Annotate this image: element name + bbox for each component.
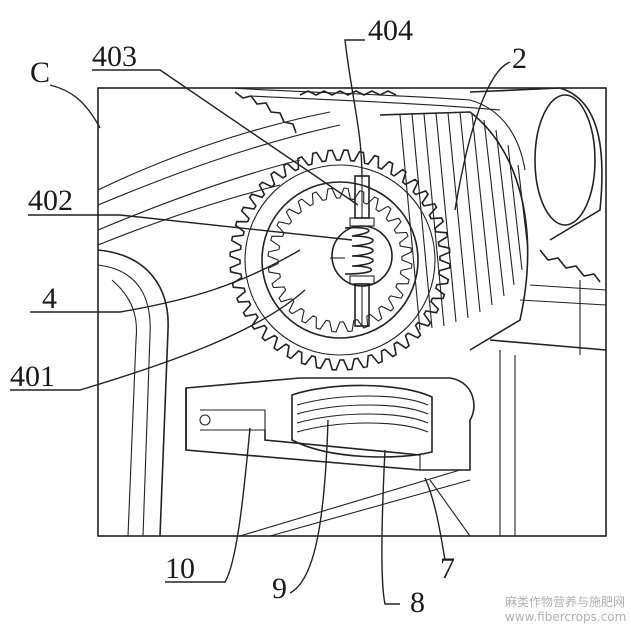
watermark: 麻类作物营养与施肥网 www.fibercrops.com [505, 594, 626, 624]
label-7: 7 [440, 552, 455, 585]
spring-mechanism [330, 175, 375, 327]
label-2: 2 [512, 42, 527, 75]
leader-401 [10, 289, 306, 391]
watermark-line2: www.fibercrops.com [505, 610, 626, 624]
leader-lines [10, 39, 511, 605]
leader-7 [424, 477, 446, 561]
leader-402 [28, 214, 353, 241]
main-gear [229, 149, 451, 371]
label-c: C [30, 56, 50, 89]
leader-2 [454, 61, 511, 211]
label-4: 4 [42, 282, 57, 315]
leader-c [49, 84, 101, 129]
label-402: 402 [28, 184, 73, 217]
label-10: 10 [165, 552, 195, 585]
leader-8 [381, 449, 400, 605]
label-404: 404 [368, 14, 413, 47]
label-401: 401 [10, 360, 55, 393]
detail-frame [97, 87, 607, 537]
label-8: 8 [410, 586, 425, 619]
label-9: 9 [272, 572, 287, 605]
reference-labels: C 404 403 2 402 4 401 10 9 8 7 [10, 14, 527, 619]
base-housing [185, 377, 475, 471]
leader-403 [92, 69, 359, 206]
leader-404 [344, 39, 365, 179]
watermark-line1: 麻类作物营养与施肥网 [505, 594, 625, 609]
background-structure [97, 87, 607, 537]
leader-4 [30, 249, 301, 313]
leader-10 [165, 427, 251, 583]
label-403: 403 [92, 40, 137, 73]
leader-9 [289, 419, 329, 594]
